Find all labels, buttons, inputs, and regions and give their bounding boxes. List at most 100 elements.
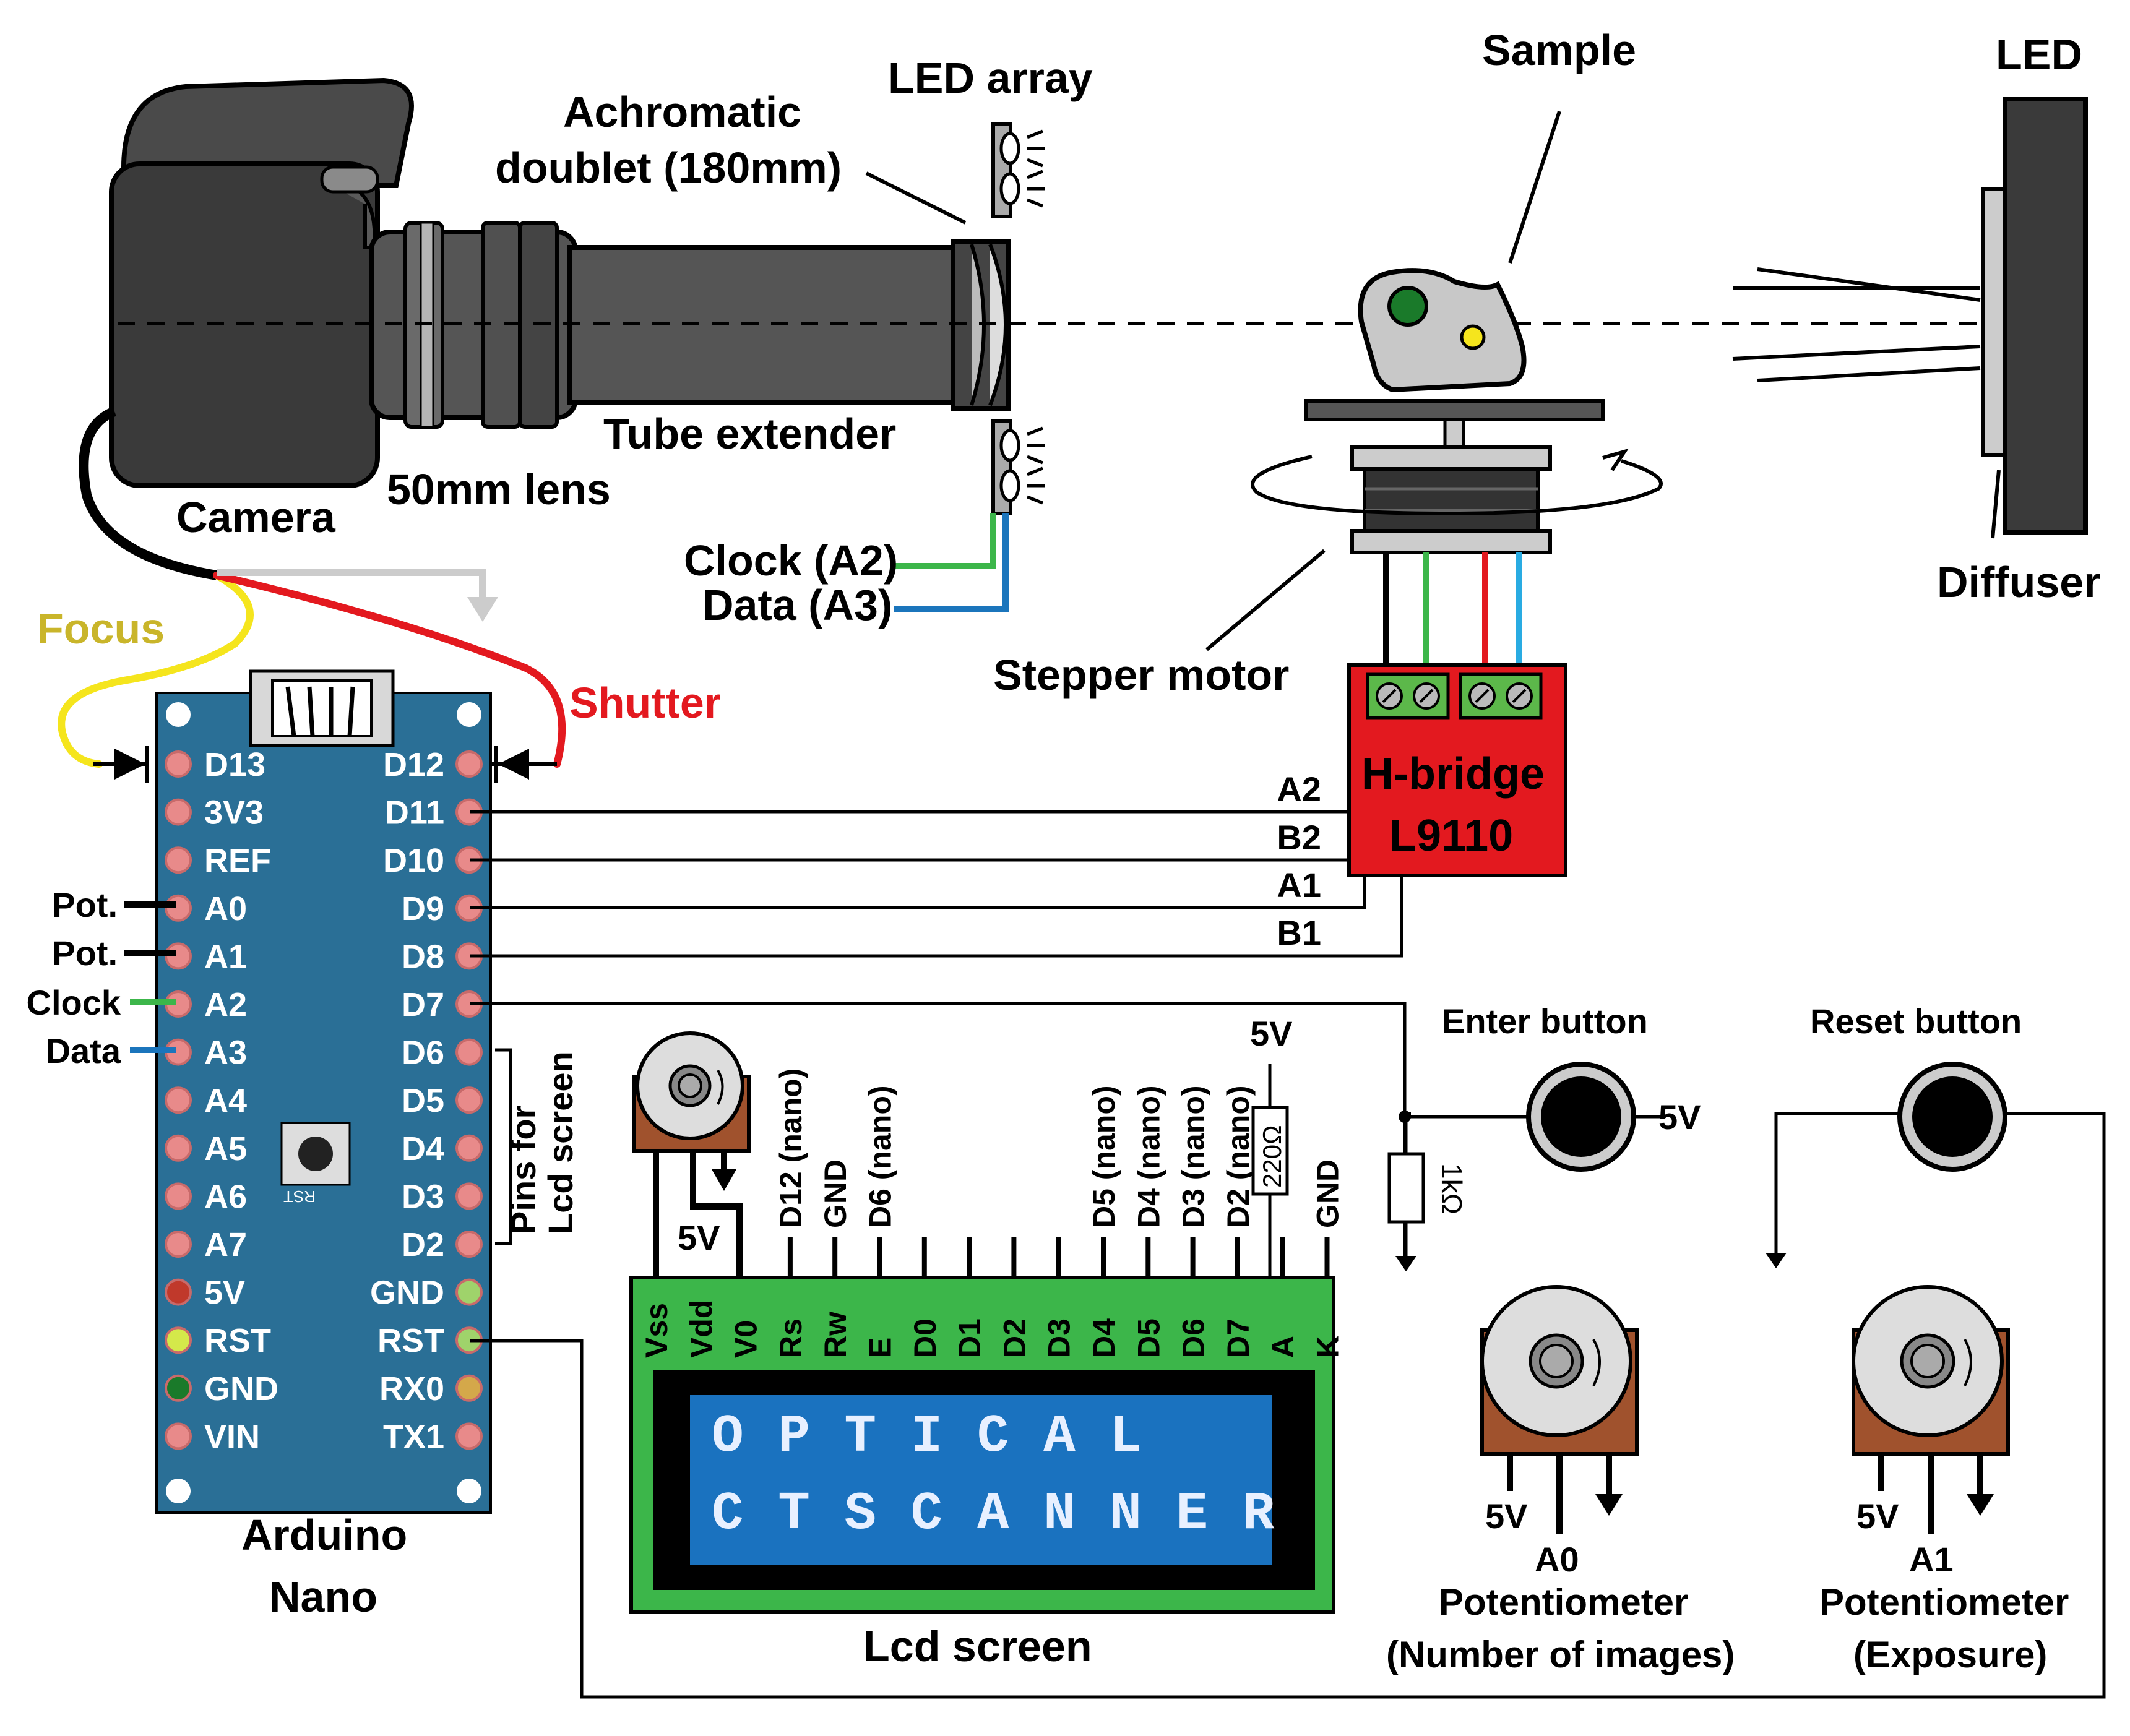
left-input-label: Pot. <box>52 885 118 924</box>
left-input-wires <box>124 901 176 1053</box>
arduino-pin-pad <box>455 1278 483 1306</box>
achromatic-pointer <box>865 171 967 225</box>
stepper-pointer <box>1205 549 1326 651</box>
lcd-pin-label: D7 <box>1221 1318 1256 1358</box>
pot-a0-pin-label: A0 <box>1535 1540 1579 1579</box>
arduino-right-pin-label: D7 <box>402 986 444 1023</box>
arduino-pin-pad <box>455 1231 483 1258</box>
arduino-right-pin-label: D11 <box>385 794 444 831</box>
resistor-1k <box>1387 1117 1425 1271</box>
arduino-left-pin-label: A4 <box>204 1082 247 1119</box>
potentiometer-a1 <box>1852 1285 2010 1534</box>
lcd-pin-label: D1 <box>952 1318 987 1358</box>
lcd-resistor-220 <box>1251 1064 1289 1278</box>
tube-extender-label: Tube extender <box>603 410 896 458</box>
left-input-label: Clock <box>27 983 121 1022</box>
arduino-left-pin-label: A1 <box>204 938 247 975</box>
achromatic-label-line1: Achromatic <box>563 88 801 136</box>
arduino-right-pin-label: D2 <box>402 1226 444 1263</box>
arduino-pin-pad <box>455 1134 483 1162</box>
arduino-left-pin-label: A2 <box>204 986 247 1023</box>
arduino-left-pin-label: A7 <box>204 1226 247 1263</box>
resistor-220-label: 220Ω <box>1257 1125 1287 1188</box>
arduino-right-pin-label: D6 <box>402 1034 444 1072</box>
pot-a1-title: Potentiometer <box>1819 1581 2069 1623</box>
focus-wire <box>58 572 254 768</box>
h-bridge-module <box>1347 663 1567 877</box>
sample <box>1358 268 1527 393</box>
arduino-left-pin-label: 3V3 <box>204 794 264 831</box>
lcd-pin-label: D6 <box>1176 1318 1211 1358</box>
enter-button <box>1399 1062 1665 1172</box>
shutter-label: Shutter <box>569 679 721 727</box>
camera-label: Camera <box>176 493 336 541</box>
lcd-connection-label: D12 (nano) <box>774 1068 808 1228</box>
hbridge-line-label: A1 <box>1277 866 1321 905</box>
arduino-left-pin-label: A6 <box>204 1178 247 1215</box>
lcd-connection-label: GND <box>818 1159 853 1228</box>
enter-5v-label: 5V <box>1658 1098 1701 1137</box>
clock-a2-label: Clock (A2) <box>684 536 898 585</box>
hbridge-label-line2: L9110 <box>1389 811 1513 861</box>
arduino-right-pin-label: D3 <box>402 1178 444 1215</box>
clock-wire <box>894 513 996 569</box>
arduino-left-pin-label: D13 <box>204 746 265 783</box>
arduino-pin-pad <box>165 1134 192 1162</box>
arduino-pin-pad <box>165 1374 192 1402</box>
arduino-pin-pad <box>165 1231 192 1258</box>
arduino-left-pin-label: RST <box>204 1322 271 1359</box>
arduino-pin-pad <box>165 1278 192 1306</box>
lcd-connection-label: D5 (nano) <box>1087 1085 1121 1228</box>
arduino-right-pin-label: D8 <box>402 938 444 975</box>
led-array-top <box>991 122 1045 218</box>
pot-a0-subtitle: (Number of images) <box>1386 1634 1735 1675</box>
diode-shutter <box>489 746 557 783</box>
lcd-connection-label: D2 (nano) <box>1221 1085 1256 1228</box>
lcd-pin-label: Rw <box>818 1312 853 1358</box>
sample-pointer <box>1508 111 1561 264</box>
arduino-pin-pad <box>165 1326 192 1354</box>
hbridge-line-label: A2 <box>1277 770 1321 809</box>
achromatic-label-line2: doublet (180mm) <box>495 144 842 192</box>
lcd-5v-label: 5V <box>1250 1014 1293 1053</box>
hbridge-label-line1: H-bridge <box>1361 749 1545 799</box>
reset-button-label: Reset button <box>1810 1002 2022 1041</box>
lcd-connection-label: D4 (nano) <box>1131 1085 1166 1228</box>
lcd-vdd-5v-label: 5V <box>678 1218 720 1257</box>
left-input-label: Pot. <box>52 934 118 973</box>
lcd-pin-label: Rs <box>774 1318 808 1358</box>
lcd-pin-label: V0 <box>729 1320 764 1358</box>
led-array-bottom <box>991 419 1045 515</box>
lcd-module <box>629 1276 1335 1614</box>
motor-wires <box>1383 552 1522 674</box>
hbridge-line-label: B2 <box>1277 818 1321 857</box>
sample-label: Sample <box>1482 26 1636 74</box>
resistor-1k-label: 1kΩ <box>1436 1163 1468 1214</box>
arduino-label-line1: Arduino <box>241 1511 407 1559</box>
arduino-pin-pad <box>455 1422 483 1450</box>
pins-lcd-label-line2: Lcd screen <box>541 1051 580 1234</box>
enter-button-label: Enter button <box>1442 1002 1648 1041</box>
arduino-right-pin-label: TX1 <box>383 1418 444 1455</box>
lcd-pin-label: E <box>863 1338 898 1358</box>
arduino-right-pin-label: D9 <box>402 890 444 927</box>
arduino-pin-pad <box>165 894 192 922</box>
lcd-display-line2: C T S C A N N E R <box>712 1484 1275 1544</box>
led-light-source <box>1732 97 2088 535</box>
pot-a0-5v-label: 5V <box>1485 1497 1528 1536</box>
lcd-connection-label: GND <box>1311 1159 1345 1228</box>
data-a3-label: Data (A3) <box>702 581 892 629</box>
arduino-pin-pad <box>165 942 192 970</box>
pot-a1-5v-label: 5V <box>1856 1497 1899 1536</box>
stepper-motor <box>1251 399 1663 554</box>
arduino-left-pin-label: A5 <box>204 1130 247 1167</box>
arduino-pin-pad <box>455 1086 483 1114</box>
potentiometer-a0 <box>1480 1285 1639 1534</box>
arduino-pin-pad <box>455 1374 483 1402</box>
pins-lcd-label-line1: Pins for <box>504 1106 543 1234</box>
arduino-right-pin-label: RX0 <box>379 1370 444 1407</box>
